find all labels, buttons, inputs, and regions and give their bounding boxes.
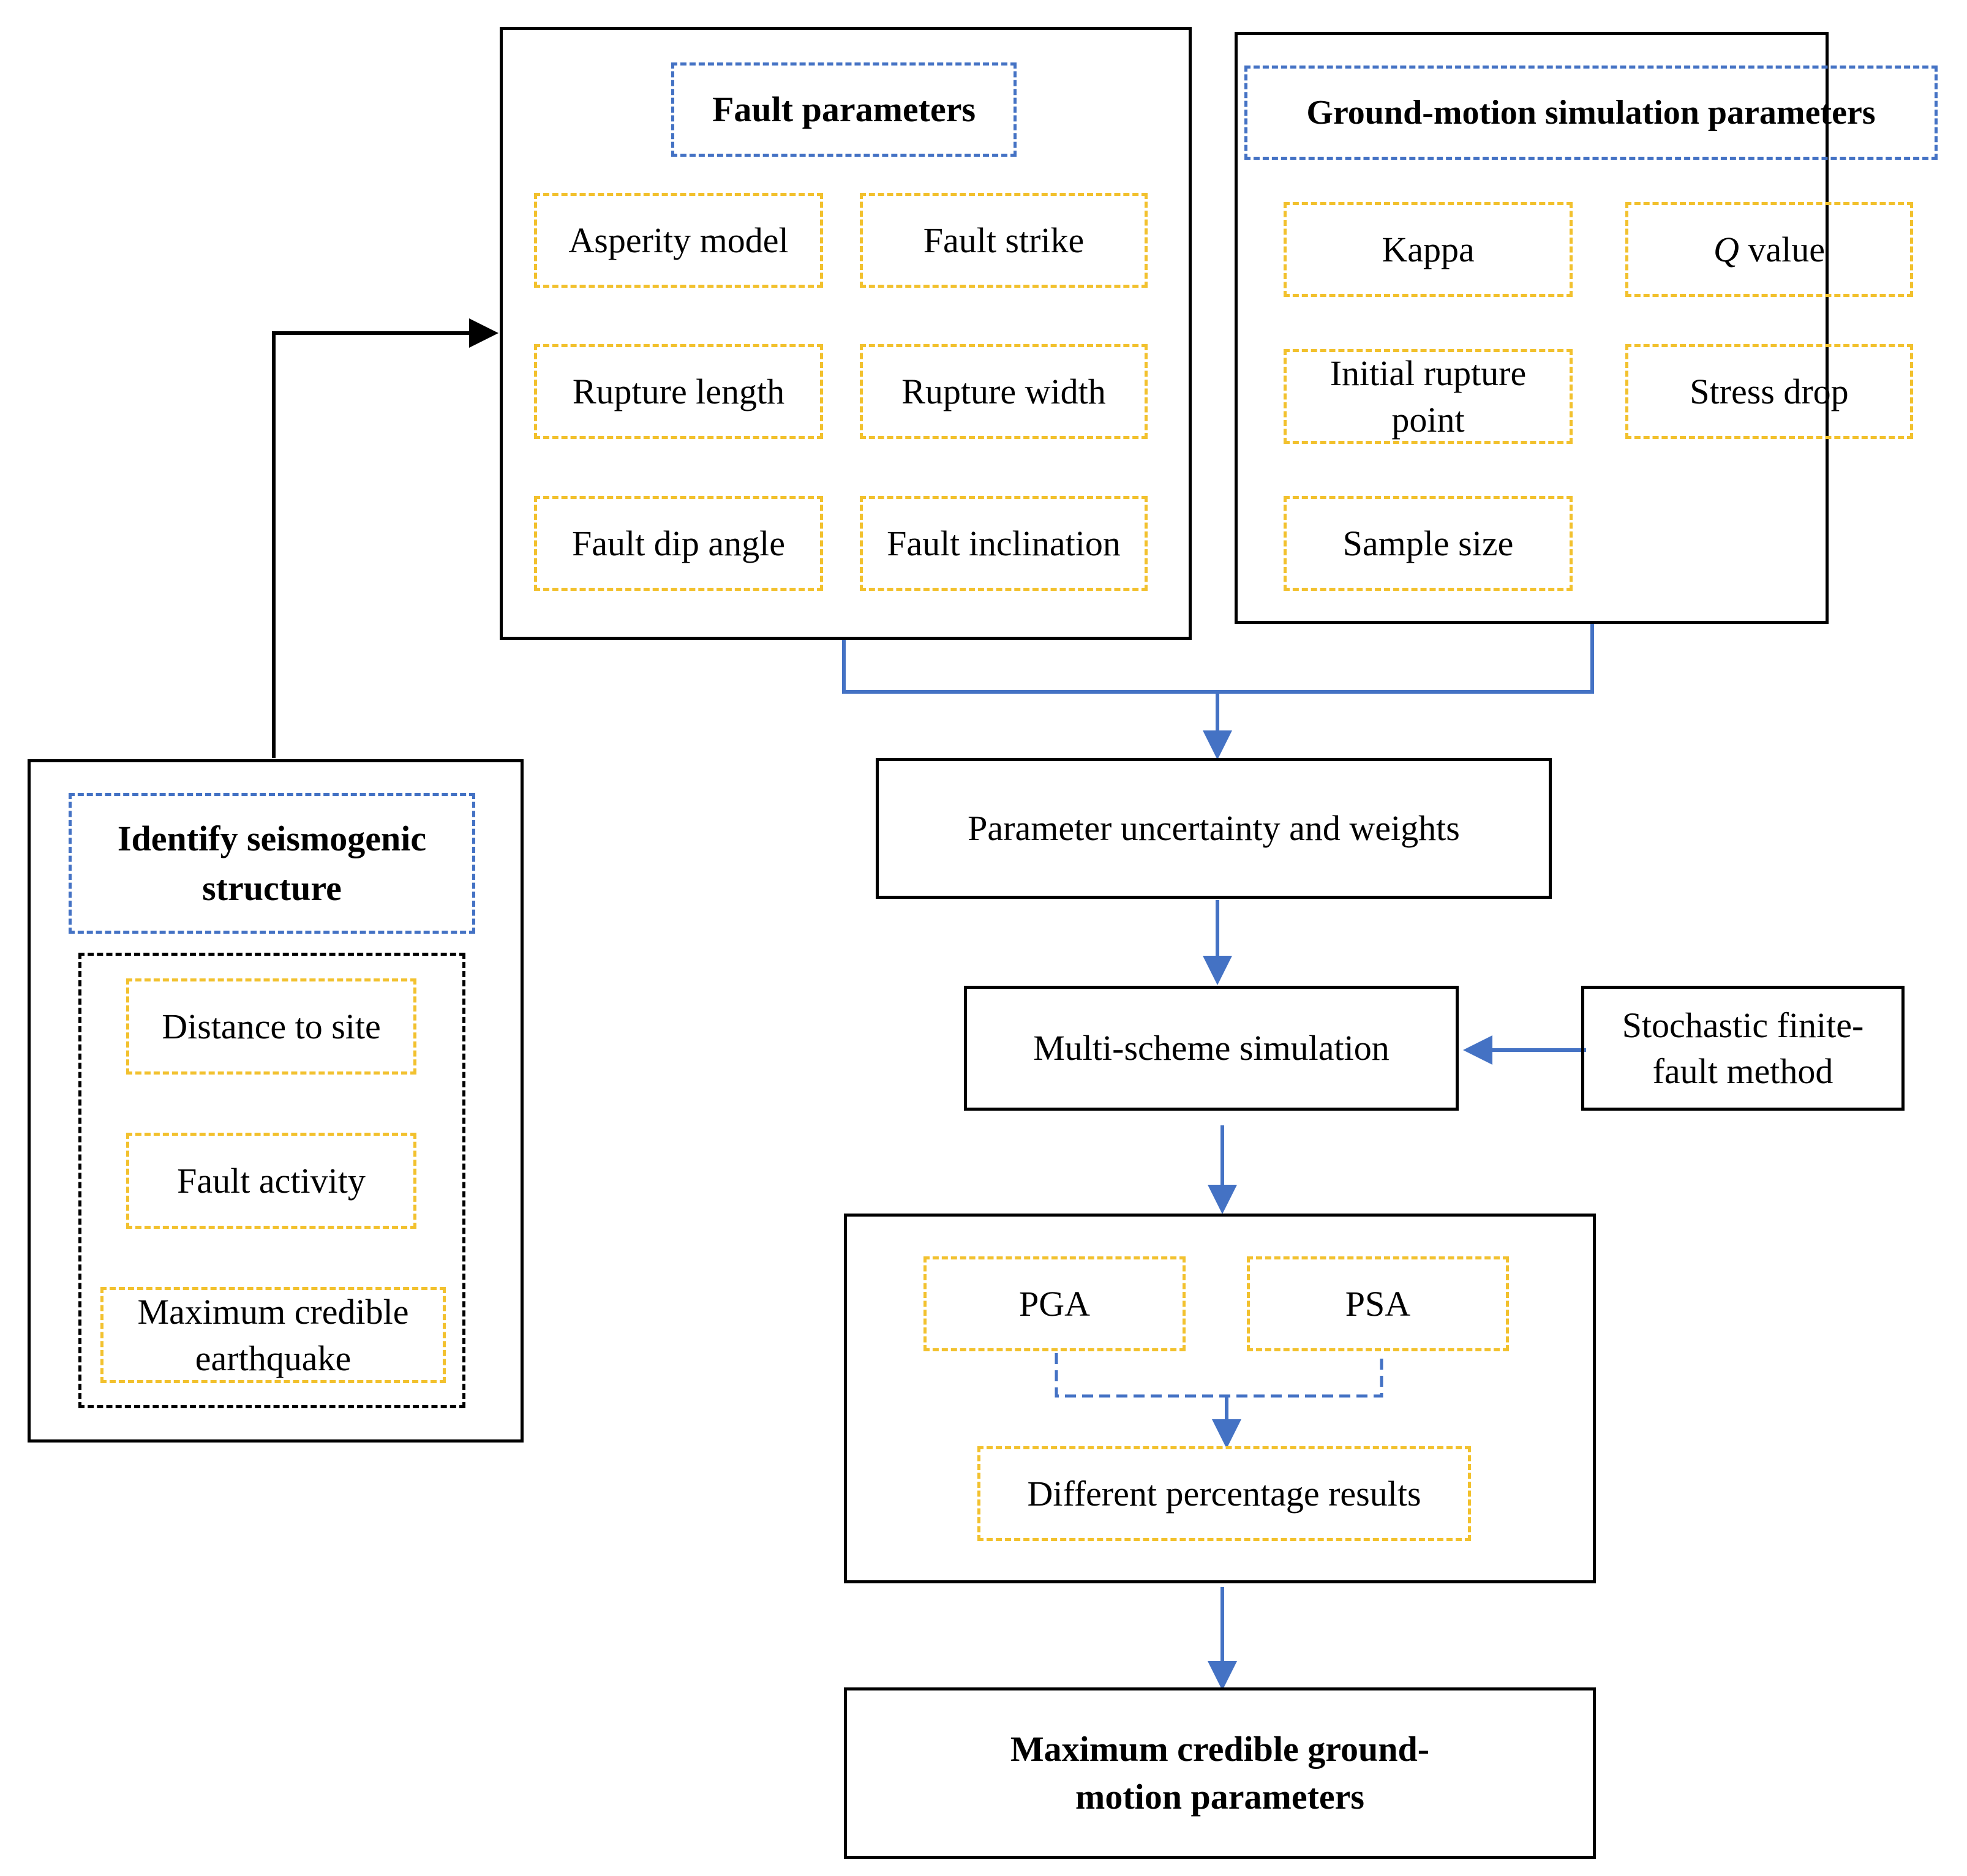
- q-value-box: Q value: [1625, 202, 1913, 297]
- maximum-credible-earthquake-box: Maximum credible earthquake: [100, 1287, 446, 1383]
- rupture-width-box: Rupture width: [860, 344, 1148, 439]
- different-percentage-results-box: Different percentage results: [977, 1446, 1471, 1541]
- sample-size-box: Sample size: [1284, 496, 1573, 591]
- distance-to-site-box: Distance to site: [126, 978, 416, 1075]
- kappa-box: Kappa: [1284, 202, 1573, 297]
- fault-parameters-title: Fault parameters: [671, 62, 1017, 157]
- stochastic-finite-fault-box: Stochastic finite-fault method: [1581, 986, 1905, 1111]
- stress-drop-box: Stress drop: [1625, 344, 1913, 439]
- rupture-length-box: Rupture length: [534, 344, 823, 439]
- identify-title: Identify seismogenic structure: [69, 793, 475, 934]
- fault-strike-box: Fault strike: [860, 193, 1148, 288]
- arrow-identify-to-fault: [272, 318, 498, 758]
- dashed-pga-psa-merge: [1055, 1353, 1383, 1398]
- parameter-uncertainty-box: Parameter uncertainty and weights: [876, 758, 1552, 899]
- initial-rupture-point-box: Initial rupture point: [1284, 349, 1573, 444]
- fault-inclination-box: Fault inclination: [860, 496, 1148, 591]
- fault-dip-angle-box: Fault dip angle: [534, 496, 823, 591]
- q-value-label: value: [1739, 229, 1825, 269]
- asperity-model-box: Asperity model: [534, 193, 823, 288]
- multi-scheme-simulation-box: Multi-scheme simulation: [964, 986, 1459, 1111]
- pga-box: PGA: [923, 1256, 1186, 1351]
- final-output-box: Maximum credible ground-motion parameter…: [844, 1687, 1596, 1859]
- identify-criteria-group: [78, 953, 465, 1408]
- results-panel: [844, 1214, 1596, 1583]
- ground-motion-title: Ground-motion simulation parameters: [1244, 66, 1938, 160]
- fault-activity-box: Fault activity: [126, 1133, 416, 1229]
- q-symbol: Q: [1713, 229, 1739, 269]
- fault-parameters-panel: [500, 27, 1192, 640]
- ground-motion-panel: [1235, 32, 1829, 624]
- identify-panel: [28, 759, 524, 1443]
- psa-box: PSA: [1247, 1256, 1509, 1351]
